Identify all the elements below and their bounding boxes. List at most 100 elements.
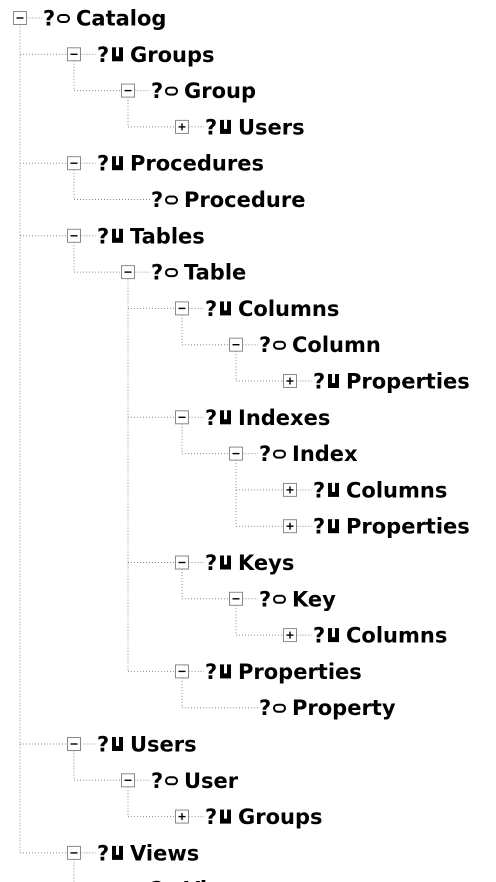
unknown-status-marker: ? — [205, 297, 217, 321]
object-icon — [165, 86, 178, 96]
tree-node-label: Columns — [346, 478, 447, 502]
tree-node[interactable]: ?Properties — [283, 370, 470, 394]
unknown-status-marker: ? — [259, 442, 271, 466]
collection-icon — [112, 228, 123, 243]
collection-icon — [220, 809, 231, 824]
collapse-icon[interactable] — [121, 265, 135, 280]
tree-node[interactable]: ?Properties — [175, 660, 362, 684]
unknown-status-marker: ? — [205, 551, 217, 575]
expand-icon[interactable] — [283, 628, 297, 643]
tree-node[interactable]: ? Procedures — [67, 152, 264, 176]
tree-node-label: Properties — [346, 370, 470, 394]
tree-node[interactable]: ? Index — [229, 442, 359, 466]
tree-node[interactable]: ?Tables — [67, 224, 205, 248]
unknown-status-marker: ? — [97, 152, 109, 176]
tree-node[interactable]: ?View — [151, 878, 241, 882]
collapse-icon[interactable] — [175, 410, 189, 425]
tree-node-label: Property — [292, 696, 396, 720]
unknown-status-marker: ? — [43, 7, 55, 31]
collection-icon — [112, 156, 123, 171]
tree-node[interactable]: ?Users — [175, 115, 305, 139]
expand-icon[interactable] — [283, 374, 297, 388]
unknown-status-marker: ? — [97, 733, 109, 757]
expand-icon[interactable] — [175, 119, 189, 134]
unknown-status-marker: ? — [259, 696, 271, 720]
collapse-icon[interactable] — [67, 156, 81, 171]
collection-icon — [112, 737, 123, 751]
collection-icon — [328, 374, 339, 388]
collection-icon — [220, 301, 231, 316]
tree-node[interactable]: ?Keys — [175, 551, 295, 575]
tree-node-label: Indexes — [238, 406, 330, 430]
object-icon — [273, 449, 286, 459]
collection-icon — [220, 410, 231, 425]
tree-node-label: Groups — [130, 43, 215, 67]
tree-node-label: Key — [292, 587, 336, 611]
collection-icon — [220, 119, 231, 134]
collapse-icon[interactable] — [121, 773, 135, 788]
collection-icon — [112, 845, 123, 860]
collapse-icon[interactable] — [121, 83, 135, 98]
tree-node-label: Properties — [238, 660, 362, 684]
tree-node[interactable]: ?Procedure — [151, 188, 305, 212]
tree-node[interactable]: ? Columns — [283, 478, 448, 502]
object-icon — [273, 340, 286, 350]
object-icon — [57, 14, 70, 23]
tree-node-label: Users — [130, 733, 197, 757]
tree-node[interactable]: ? Catalog — [13, 7, 167, 31]
object-icon — [273, 594, 286, 604]
collapse-icon[interactable] — [229, 591, 243, 606]
unknown-status-marker: ? — [151, 769, 163, 793]
unknown-status-marker: ? — [259, 333, 271, 357]
tree-node-label: Column — [292, 333, 381, 357]
tree-node[interactable]: ? Group — [121, 79, 257, 103]
unknown-status-marker: ? — [313, 624, 325, 648]
tree-node[interactable]: ? Columns — [175, 297, 340, 321]
unknown-status-marker: ? — [151, 261, 163, 285]
tree-node-label: Table — [184, 261, 246, 285]
tree-node[interactable]: ?Groups — [67, 43, 215, 67]
tree-node-label: View — [184, 878, 241, 882]
expand-icon[interactable] — [175, 809, 189, 824]
tree-node[interactable]: ?Key — [229, 587, 337, 611]
collapse-icon[interactable] — [175, 301, 189, 316]
collapse-icon[interactable] — [13, 11, 27, 25]
collapse-icon[interactable] — [175, 555, 189, 570]
tree-node-label: Catalog — [76, 7, 166, 31]
tree-node[interactable]: ?Indexes — [175, 406, 331, 430]
collapse-icon[interactable] — [67, 845, 81, 860]
unknown-status-marker: ? — [97, 841, 109, 865]
collapse-icon[interactable] — [229, 446, 243, 461]
collapse-icon[interactable] — [67, 228, 81, 243]
tree-node[interactable]: ?Properties — [283, 515, 470, 539]
tree-node[interactable]: ?Views — [67, 841, 200, 865]
collection-icon — [328, 628, 339, 643]
collapse-icon[interactable] — [67, 47, 81, 62]
tree-node[interactable]: ?Columns — [283, 624, 448, 648]
tree-node-label: Columns — [238, 297, 339, 321]
unknown-status-marker: ? — [313, 478, 325, 502]
tree-node-label: Procedures — [130, 152, 264, 176]
expand-icon[interactable] — [283, 482, 297, 497]
collapse-icon[interactable] — [67, 737, 81, 751]
tree-node-label: Group — [184, 79, 256, 103]
tree-node[interactable]: ? Column — [229, 333, 381, 357]
unknown-status-marker: ? — [151, 79, 163, 103]
object-icon — [165, 195, 178, 205]
tree-node[interactable]: ?User — [121, 769, 239, 793]
tree-node[interactable]: ? Table — [121, 261, 247, 285]
tree-node[interactable]: ? Property — [259, 696, 396, 720]
collection-icon — [220, 664, 231, 679]
tree-node-label: Index — [292, 442, 358, 466]
tree-node-label: Groups — [238, 805, 323, 829]
tree-node[interactable]: ? Users — [67, 733, 197, 757]
collapse-icon[interactable] — [229, 337, 243, 352]
collapse-icon[interactable] — [175, 664, 189, 679]
unknown-status-marker: ? — [151, 188, 163, 212]
tree-node-label: Tables — [130, 224, 205, 248]
tree-node-label: Users — [238, 115, 305, 139]
expand-icon[interactable] — [283, 519, 297, 534]
collection-icon — [328, 482, 339, 497]
tree-node[interactable]: ?Groups — [175, 805, 323, 829]
